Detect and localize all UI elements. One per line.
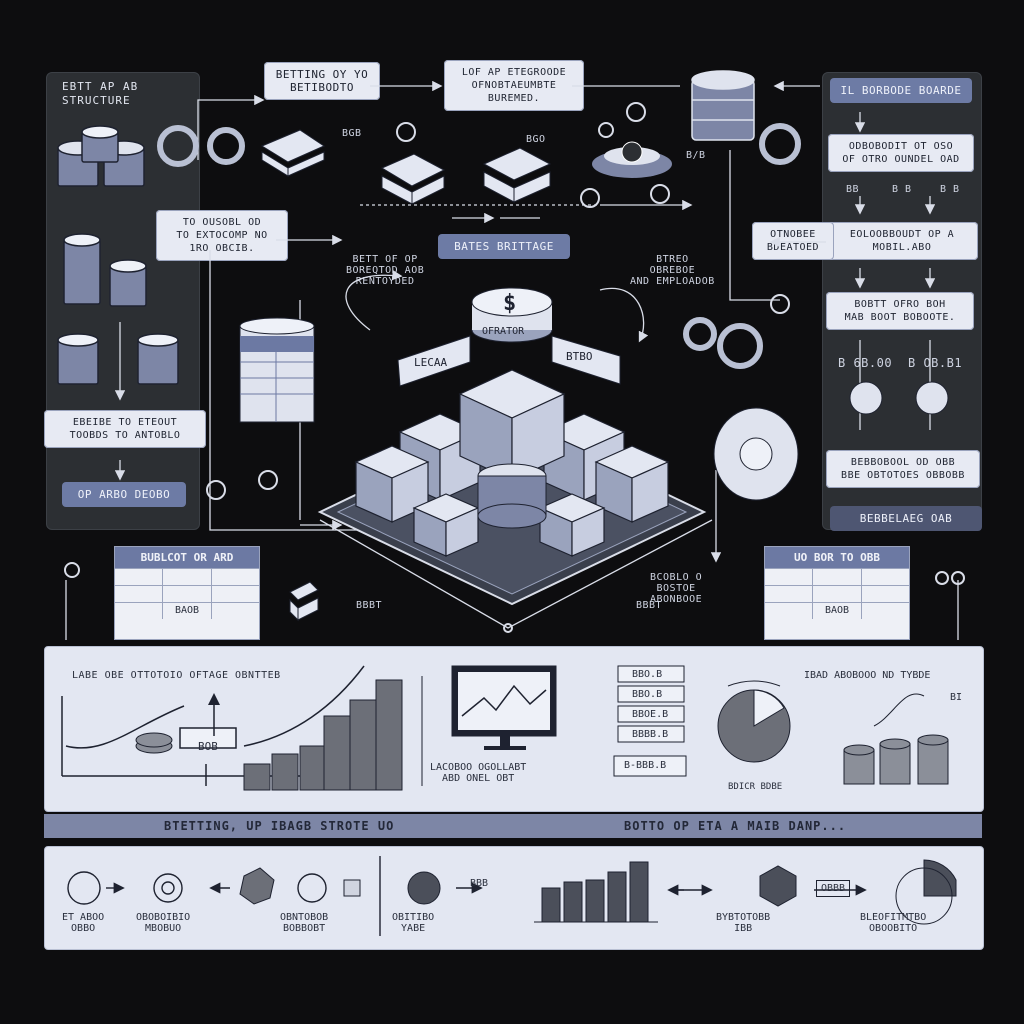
band-left-label: BTETTING, UP IBAGB STROTE UO xyxy=(164,819,395,833)
diagram-canvas: LECAA BTBO $ OFRATOR xyxy=(57,70,965,640)
label-lof: LOF AP ETEGROODE OFNOBTAEUMBTE BUREMED. xyxy=(444,60,584,111)
monitor-caption: LACOBOO OGOLLABT ABD ONEL OBT xyxy=(430,762,527,784)
left-note: BETT OF OP BOREQTOD AOB RENTOYDED xyxy=(346,254,425,287)
central-data-cluster xyxy=(317,369,707,606)
amount-1: BGB xyxy=(342,128,362,139)
paper-stack-icon xyxy=(289,581,319,622)
node-icon xyxy=(64,102,965,633)
list-item-4: BBBB.B xyxy=(632,729,669,740)
band-right-label: BOTTO OP ETA A MAIB DANP... xyxy=(624,819,847,833)
right-card-5: BEBBOBOOL OD OBB BBE OBTOTOES OBBOBB xyxy=(826,450,980,488)
flow-graphics xyxy=(67,856,957,936)
right-value-1: BB xyxy=(846,184,860,195)
flow-step-6: BLEOFITMTBO OBOOBITO xyxy=(860,912,927,934)
list-item-last: B-BBB.B xyxy=(624,760,667,771)
right-note: BTREO OBREBOE AND EMPLOADOB xyxy=(630,254,715,287)
list-item-1: BBO.B xyxy=(632,669,663,680)
server-stack-icon xyxy=(260,129,552,205)
right-card-2: EOLOOBBOUDT OP A MOBIL.ABO xyxy=(826,222,978,260)
database-table-icon xyxy=(239,317,315,423)
dollar-coin-icon: $ xyxy=(471,287,553,343)
right-footer: BEBBELAEG OAB xyxy=(830,506,982,531)
table-right-header: UO BOR TO OBB xyxy=(765,547,909,568)
table-left: BUBLCOT OR ARD BAOB xyxy=(114,546,260,640)
analytics-graphics xyxy=(61,665,949,791)
table-right: UO BOR TO OBB BAOB xyxy=(764,546,910,640)
right-value-5: B OB.B1 xyxy=(908,356,963,370)
database-icon xyxy=(691,70,755,141)
monitor-icon xyxy=(451,665,557,750)
amount-3: B/B xyxy=(686,150,706,161)
clock-icon xyxy=(849,381,949,415)
band-left: BTETTING, UP IBAGB STROTE UO xyxy=(44,814,504,838)
left-card-1: TO OUSOBL OD TO EXTOCOMP NO 1RO OBCIB. xyxy=(156,210,288,261)
mid-small: BBBT xyxy=(636,600,663,611)
globe-icon xyxy=(407,871,441,905)
label-betting: BETTING OY YO BETIBODTO xyxy=(264,62,380,100)
flow-step-2: OBOBOIBIO MBOBUO xyxy=(136,912,191,934)
ribbon-left-label: LECAA xyxy=(414,356,447,369)
gear-icon xyxy=(157,123,801,369)
analytics-tag: BOB xyxy=(198,740,218,753)
left-panel-title: EBTT AP AB STRUCTURE xyxy=(62,80,139,107)
flow-step-1: ET ABOO OBBO xyxy=(62,912,105,934)
right-card-3: OTNOBEE BDEATOED xyxy=(752,222,834,260)
disk-icon xyxy=(713,407,799,501)
table-left-cell: BAOB xyxy=(163,603,212,619)
platform-icon xyxy=(592,141,672,178)
amount-2: BGO xyxy=(526,134,546,145)
left-button[interactable]: OP ARBO DEOBO xyxy=(62,482,186,507)
right-tag: BI xyxy=(950,692,963,703)
flow-step-3: OBNTOBOB BOBBOBT xyxy=(280,912,329,934)
ribbon-right-label: BTBO xyxy=(566,350,593,363)
flow-step-5: BYBTOTOBB IBB xyxy=(716,912,771,934)
database-icon xyxy=(57,125,179,385)
mid-note: BCOBLO O BOSTOE ABONBOOE xyxy=(650,572,703,605)
flow-arrow-tag-2: OBBB xyxy=(816,880,851,897)
right-card-4: BOBTT OFRO BOH MAB BOOT BOBOOTE. xyxy=(826,292,974,330)
left-small: BBBT xyxy=(356,600,383,611)
right-value-4: B 6B.00 xyxy=(838,356,893,370)
ribbon-right xyxy=(551,335,621,385)
right-panel-title: IL BORBODE BOARDE xyxy=(830,78,972,103)
hexagon-icon xyxy=(239,867,275,905)
bar-chart-icon xyxy=(534,861,658,923)
right-card-1: ODBOBODIT OT OSO OF OTRO OUNDEL OAD xyxy=(828,134,974,172)
right-value-3: B B xyxy=(940,184,960,195)
right-value-2: B B xyxy=(892,184,912,195)
pie-chart-icon xyxy=(717,680,791,763)
left-card-2: EBEIBE TO ETEOUT TOOBDS TO ANTOBLO xyxy=(44,410,206,448)
ribbon-left xyxy=(397,335,471,387)
flow-step-4: OBITIBO YABE xyxy=(392,912,435,934)
table-left-header: BUBLCOT OR ARD xyxy=(115,547,259,568)
pie-caption: BDICR BDBE xyxy=(728,782,783,792)
band-right: BOTTO OP ETA A MAIB DANP... xyxy=(504,814,982,838)
list-item-2: BBO.B xyxy=(632,689,663,700)
list-item-3: BBOE.B xyxy=(632,709,669,720)
table-right-cell: BAOB xyxy=(813,603,862,619)
coin-label: OFRATOR xyxy=(482,326,525,337)
cube-icon xyxy=(759,865,797,907)
center-badge: BATES BRITTAGE xyxy=(438,234,570,259)
coin-icon xyxy=(135,732,173,754)
right-caption: IBAD ABOBOOO ND TYBDE xyxy=(804,670,931,681)
flow-panel xyxy=(44,846,984,950)
flow-arrow-tag-1: BBB xyxy=(470,878,489,889)
analytics-chart-title: LABE OBE OTTOTOIO OFTAGE OBNTTEB xyxy=(72,670,281,681)
svg-text:$: $ xyxy=(503,291,516,316)
